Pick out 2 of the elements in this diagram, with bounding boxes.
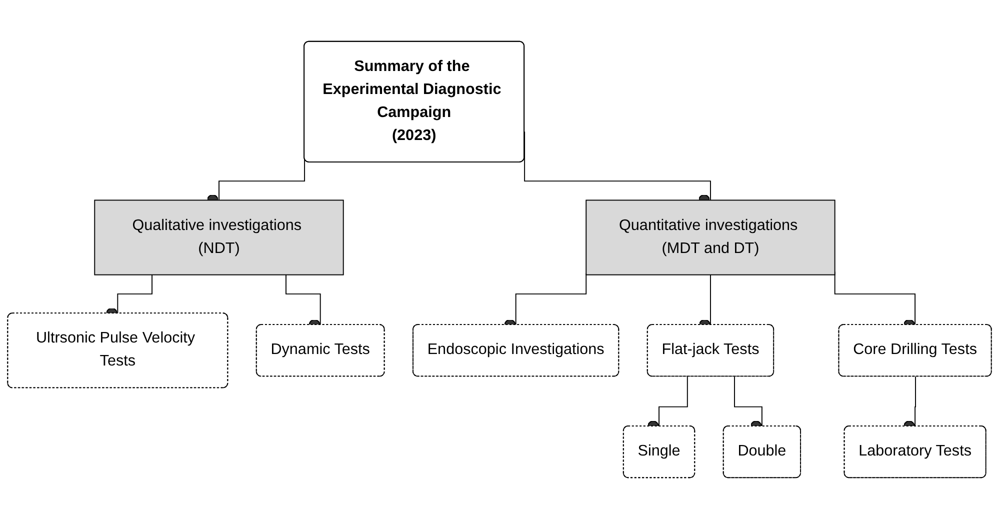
node-box: Quantitative investigations (MDT and DT) bbox=[586, 200, 836, 276]
node-box: Qualitative investigations (NDT) bbox=[94, 200, 344, 276]
